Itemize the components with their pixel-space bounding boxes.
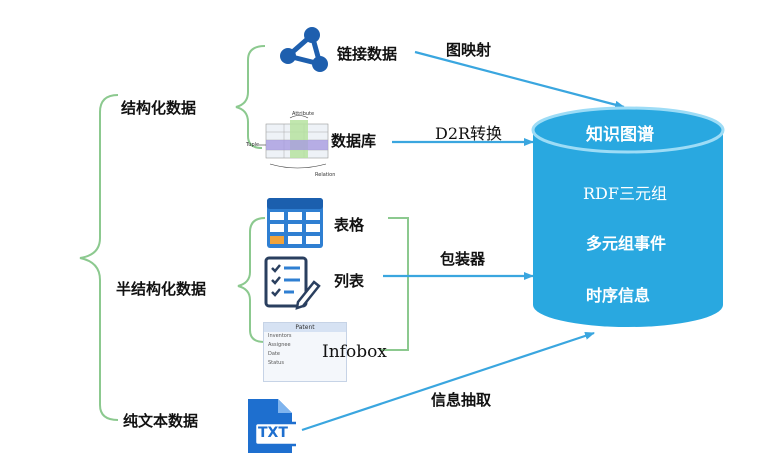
wrapper-connector — [380, 217, 409, 351]
infobox-figure: Patent Inventors Assignee Date Status — [263, 322, 347, 382]
linked-data-icon — [280, 27, 328, 72]
checklist-icon — [264, 256, 321, 310]
knowledge-graph-item-temporal: 时序信息 — [586, 286, 651, 305]
infobox-row: Assignee — [268, 342, 291, 348]
d2r-label: D2R转换 — [435, 124, 503, 143]
structured-bracket — [235, 45, 266, 149]
infobox-row: Date — [268, 351, 280, 357]
extraction-arrow — [301, 331, 595, 432]
db-relation-label: Relation — [315, 172, 336, 178]
infobox-row: Inventors — [268, 333, 292, 339]
knowledge-graph-item-rdf: RDF三元组 — [583, 184, 667, 203]
table-label: 表格 — [334, 216, 365, 234]
semi-structured-bracket — [237, 217, 266, 343]
wrapper-label: 包装器 — [440, 250, 486, 268]
category-semi-structured: 半结构化数据 — [116, 280, 207, 298]
extraction-label: 信息抽取 — [431, 391, 492, 409]
knowledge-graph-item-events: 多元组事件 — [586, 234, 667, 253]
infobox-label: Infobox — [322, 342, 387, 362]
infobox-row: Status — [268, 360, 284, 366]
table-icon — [267, 198, 323, 248]
database-relation-figure — [259, 115, 329, 169]
db-attribute-label: Attribute — [292, 111, 315, 117]
txt-icon-text: TXT — [258, 425, 288, 441]
category-structured: 结构化数据 — [121, 99, 197, 117]
graph-mapping-arrow — [414, 50, 625, 109]
db-tuple-label: Tuple — [246, 142, 260, 148]
infobox-title: Patent — [264, 323, 346, 332]
knowledge-graph-title: 知识图谱 — [586, 125, 654, 145]
database-label: 数据库 — [331, 132, 377, 150]
graph-mapping-label: 图映射 — [446, 41, 492, 59]
list-label: 列表 — [334, 272, 365, 290]
category-plain-text: 纯文本数据 — [123, 412, 199, 430]
linked-data-label: 链接数据 — [337, 45, 398, 63]
main-bracket — [79, 94, 119, 421]
knowledge-graph-cylinder — [531, 106, 725, 327]
txt-file-icon: TXT — [246, 397, 296, 455]
